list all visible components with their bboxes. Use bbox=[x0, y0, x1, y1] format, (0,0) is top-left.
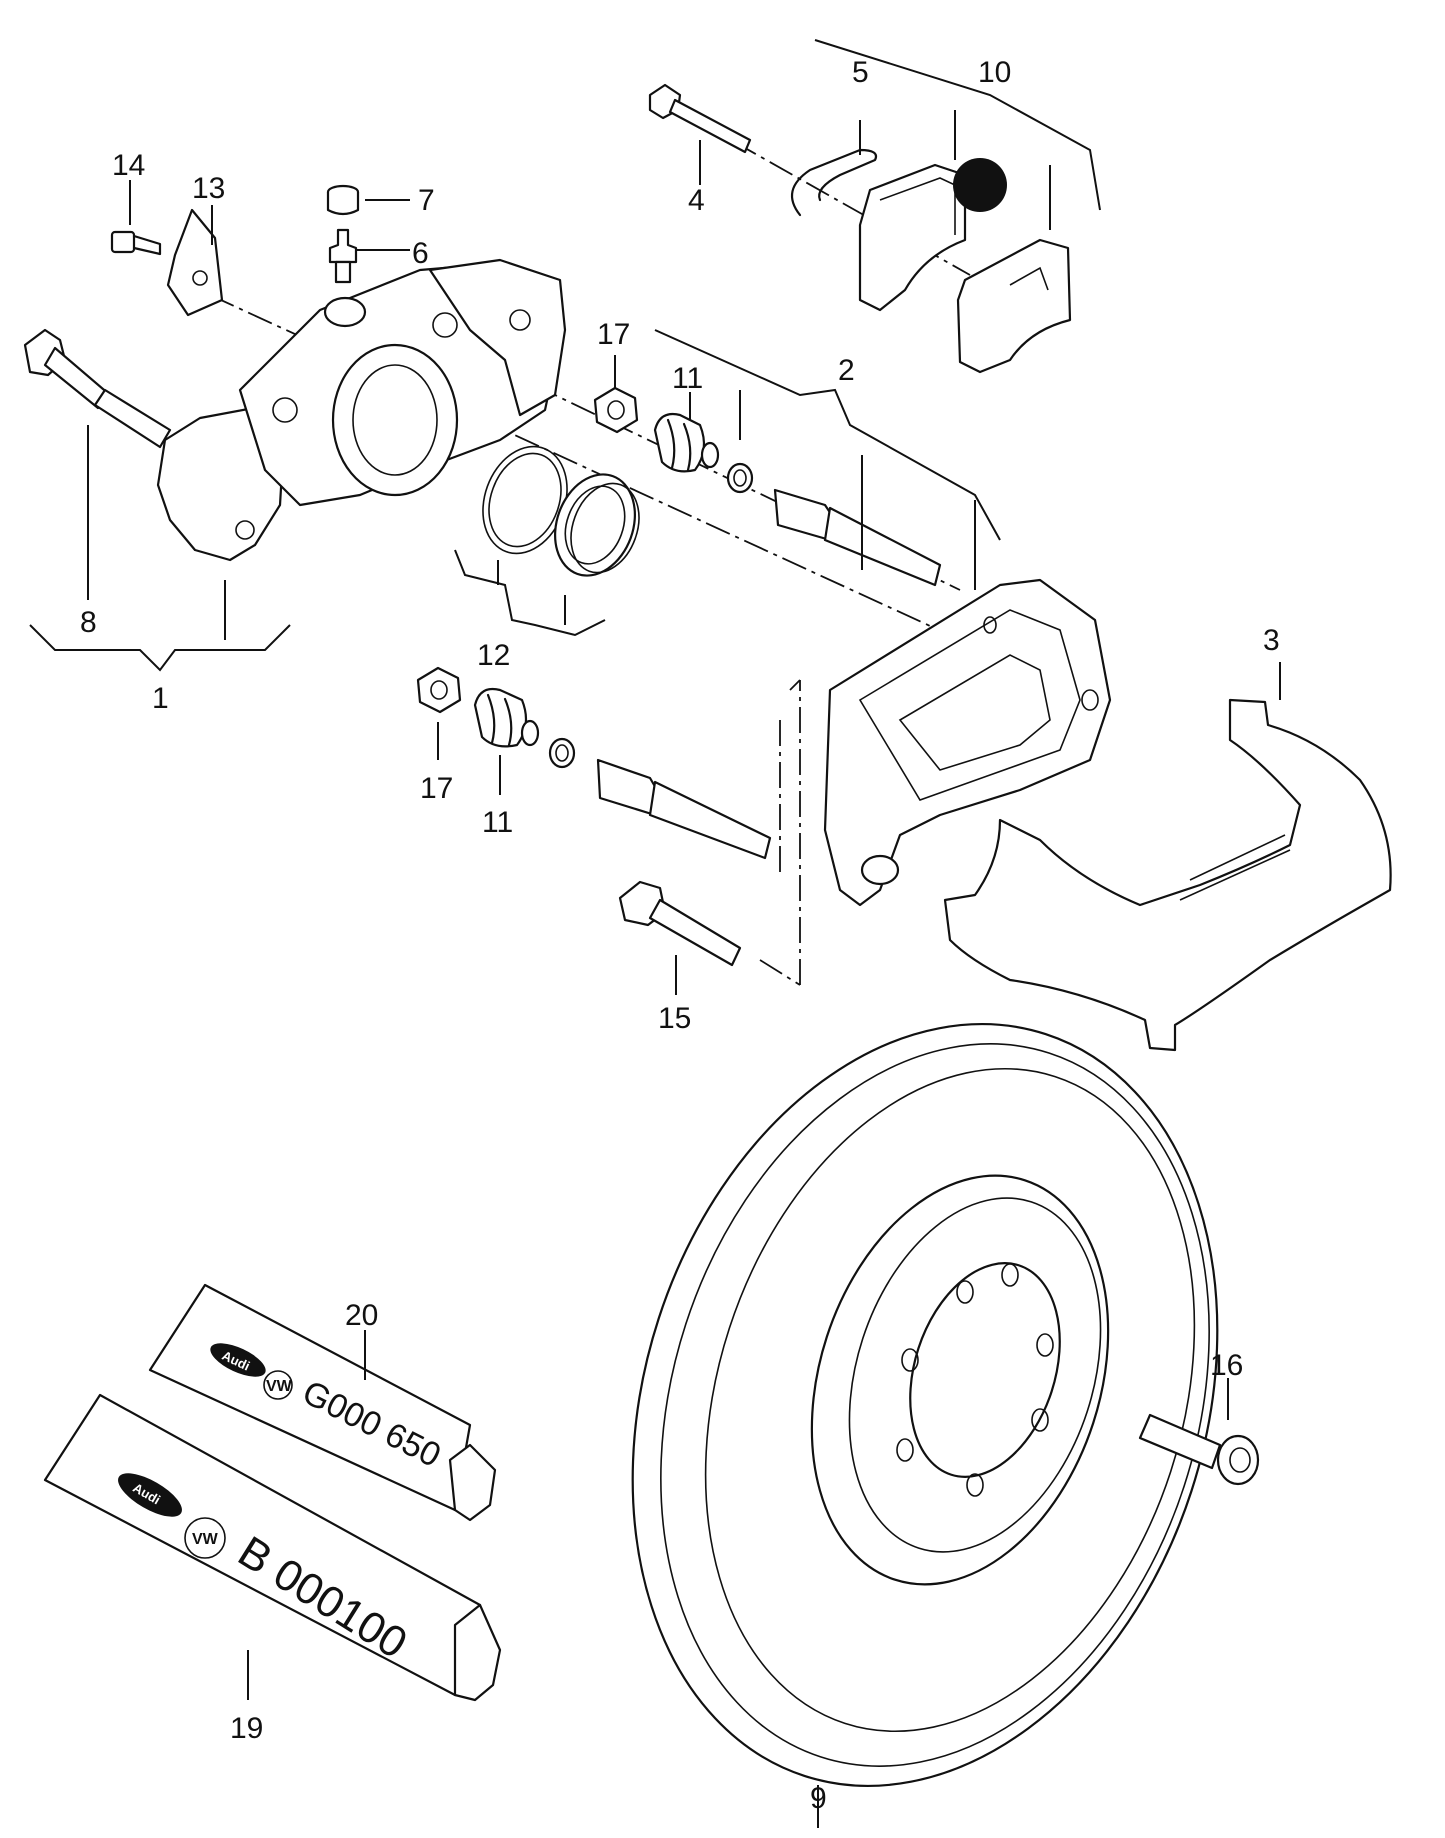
audi-logo-lower bbox=[118, 1473, 182, 1517]
part-6-bleed-screw bbox=[328, 228, 358, 284]
part-11-bushing-lower bbox=[473, 687, 576, 769]
label-4: 4 bbox=[688, 184, 705, 217]
label-15: 15 bbox=[658, 1002, 691, 1035]
label-13: 13 bbox=[192, 172, 225, 205]
label-11-lower: 11 bbox=[482, 806, 513, 839]
part-12-piston-seal bbox=[482, 445, 640, 577]
label-5: 5 bbox=[852, 56, 869, 89]
part-17-nut-lower bbox=[416, 666, 462, 714]
part-17-nut-upper bbox=[593, 386, 639, 434]
label-7: 7 bbox=[418, 184, 435, 217]
label-16: 16 bbox=[1210, 1349, 1243, 1382]
part-7-dust-cap bbox=[326, 184, 360, 216]
leader-lines bbox=[29, 39, 1281, 1828]
label-12: 12 bbox=[477, 639, 510, 672]
part-5-spring-clip bbox=[790, 148, 878, 217]
part-16-disc-screw bbox=[1138, 1413, 1260, 1486]
part-9-brake-disc bbox=[631, 1023, 1219, 1787]
caliper-housing bbox=[156, 258, 567, 562]
part-14-bolt bbox=[110, 230, 162, 256]
label-14: 14 bbox=[112, 149, 145, 182]
audi-logo-upper bbox=[210, 1343, 266, 1377]
highlight-marker-dot bbox=[953, 158, 1007, 212]
guide-pin-lower bbox=[596, 758, 772, 860]
guide-pin-upper bbox=[773, 488, 942, 587]
label-10: 10 bbox=[978, 56, 1011, 89]
label-2: 2 bbox=[838, 354, 855, 387]
part-labels: 5 10 4 7 6 14 13 8 1 12 17 11 2 3 17 11 … bbox=[80, 56, 1280, 1815]
part-15-carrier-bolt bbox=[618, 880, 742, 967]
label-11-upper: 11 bbox=[672, 362, 703, 395]
vw-mark-lower: VW bbox=[192, 1531, 219, 1548]
label-17-upper: 17 bbox=[597, 318, 630, 351]
label-19: 19 bbox=[230, 1712, 263, 1745]
vw-mark-upper: VW bbox=[266, 1378, 293, 1395]
label-1: 1 bbox=[152, 682, 169, 715]
label-6: 6 bbox=[412, 237, 429, 270]
part-4-guide-pin bbox=[648, 83, 752, 154]
label-8: 8 bbox=[80, 606, 97, 639]
part-2-caliper-carrier bbox=[823, 578, 1112, 907]
part-11-bushing-upper bbox=[653, 412, 754, 494]
part-8-caliper-bolt bbox=[23, 328, 172, 449]
part-10-brake-pads bbox=[858, 158, 1072, 374]
part-13-retaining-plate bbox=[166, 208, 224, 317]
label-9: 9 bbox=[810, 1782, 827, 1815]
label-3: 3 bbox=[1263, 624, 1280, 657]
label-17-lower: 17 bbox=[420, 772, 453, 805]
label-20: 20 bbox=[345, 1299, 378, 1332]
part-3-splash-shield bbox=[943, 698, 1392, 1052]
